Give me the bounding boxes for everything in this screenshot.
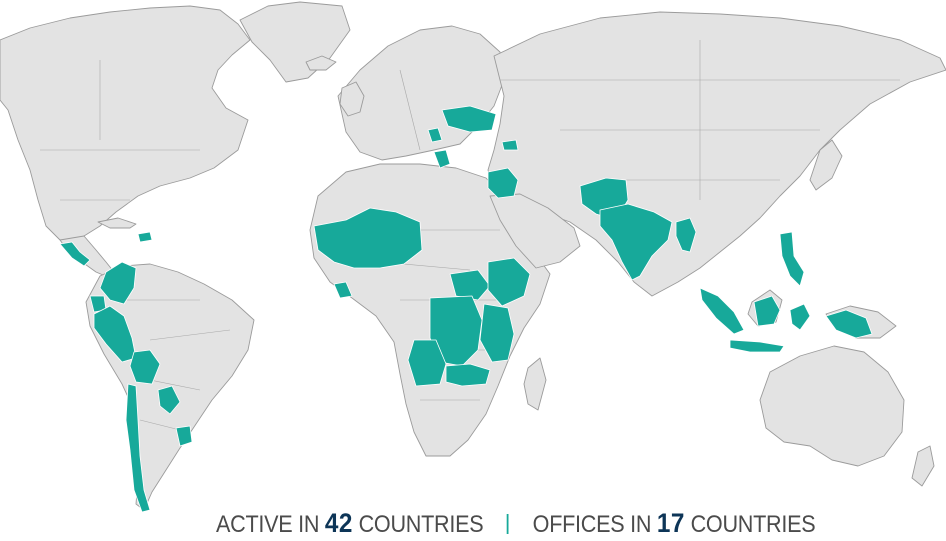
active-central-america xyxy=(59,241,91,267)
active-balkans xyxy=(427,127,443,143)
land-iceland xyxy=(305,55,337,71)
active-ukraine xyxy=(441,105,497,133)
active-ethiopia xyxy=(487,257,531,307)
offices-count: 17 xyxy=(656,508,685,538)
active-haiti xyxy=(137,231,153,243)
active-uruguay xyxy=(175,425,193,447)
active-indonesia-borneo xyxy=(753,295,781,327)
active-myanmar xyxy=(675,217,697,253)
land-europe xyxy=(337,25,505,161)
active-indonesia-sumatra xyxy=(699,287,745,335)
active-chile xyxy=(125,383,151,513)
active-south-sudan xyxy=(449,269,491,301)
active-papua-new-guinea xyxy=(825,309,873,339)
active-paraguay xyxy=(157,385,181,415)
land-japan xyxy=(809,139,843,191)
active-iraq-syria xyxy=(487,167,519,199)
land-new-zealand xyxy=(911,445,935,487)
land-madagascar xyxy=(523,357,547,411)
land-cuba xyxy=(97,217,137,229)
active-sierra-leone xyxy=(333,281,353,299)
border-lines-north-america xyxy=(40,60,200,201)
offices-prefix: OFFICES IN xyxy=(532,511,652,538)
land-greenland xyxy=(239,1,351,83)
active-colombia xyxy=(99,261,137,305)
active-indonesia-sulawesi xyxy=(789,303,811,331)
country-summary-caption: ACTIVE IN 42 COUNTRIES OFFICES IN 17 COU… xyxy=(216,508,864,538)
active-count: 42 xyxy=(324,508,353,538)
active-bolivia xyxy=(129,349,161,385)
caption-separator xyxy=(507,514,509,534)
active-suffix: COUNTRIES xyxy=(358,511,484,538)
active-india xyxy=(599,203,673,281)
border-lines-south-america xyxy=(120,299,231,431)
land-australia xyxy=(759,345,905,467)
active-angola xyxy=(407,339,447,387)
active-east-africa xyxy=(479,303,515,363)
active-zambia-malawi xyxy=(445,363,491,387)
active-prefix: ACTIVE IN xyxy=(216,511,320,538)
land-british-isles xyxy=(339,81,365,117)
active-greece xyxy=(433,149,451,169)
land-arabia xyxy=(489,193,581,269)
active-georgia xyxy=(501,139,519,151)
active-philippines xyxy=(779,231,805,287)
active-west-africa xyxy=(313,207,423,269)
active-indonesia-java xyxy=(729,339,785,353)
offices-suffix: COUNTRIES xyxy=(690,511,816,538)
border-lines-eurasia xyxy=(399,40,900,200)
land-north-america xyxy=(0,5,251,245)
